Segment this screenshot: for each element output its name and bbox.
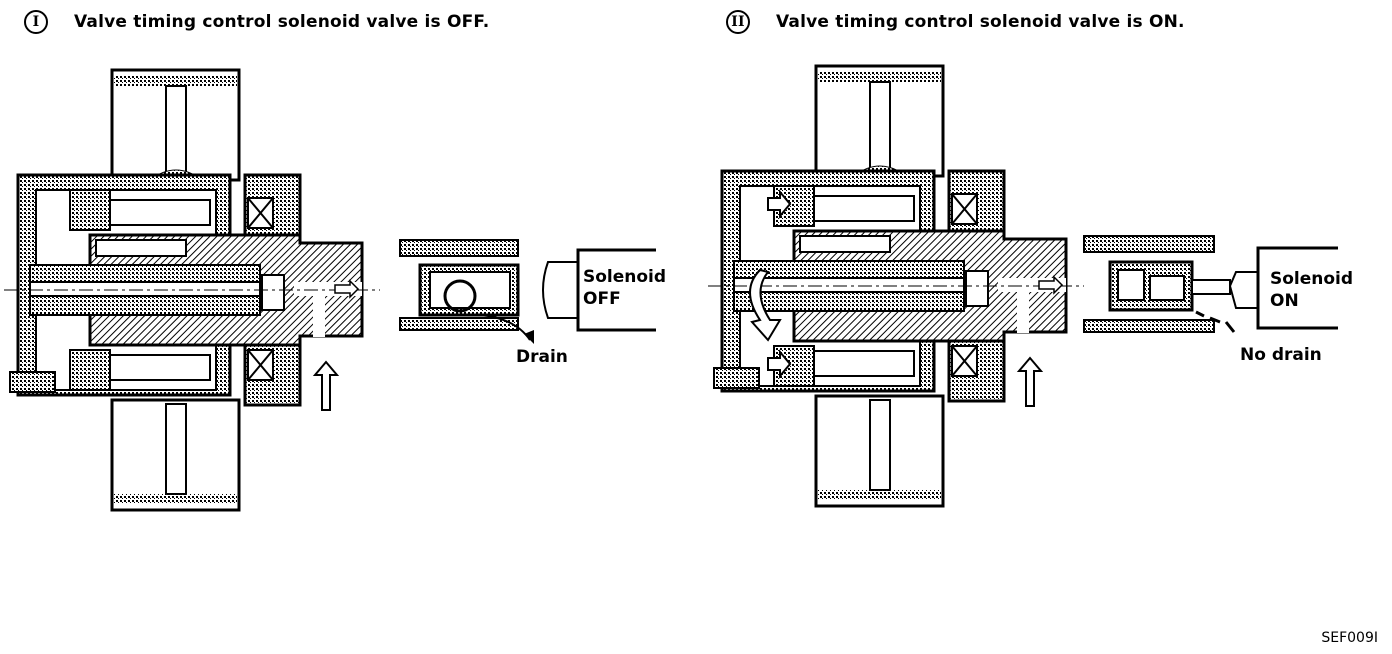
solenoid-valve-detail-off <box>399 239 656 344</box>
push-arrow-icon <box>767 189 792 219</box>
solenoid-valve-detail-on <box>1083 235 1338 333</box>
panel-on-heading: II Valve timing control solenoid valve i… <box>726 10 1185 34</box>
solenoid-on-label: Solenoid ON <box>1270 268 1353 312</box>
panel-title: Valve timing control solenoid valve is O… <box>74 12 490 32</box>
solenoid-label-line1: Solenoid <box>583 267 667 287</box>
solenoid-off-label: Solenoid OFF <box>583 266 666 310</box>
panel-off-heading: I Valve timing control solenoid valve is… <box>24 10 489 34</box>
panel-number-badge: I <box>24 10 48 34</box>
solenoid-label-line2: OFF <box>583 289 621 309</box>
valve-mechanism-on <box>706 64 1086 508</box>
solenoid-label-line2: ON <box>1270 291 1299 311</box>
no-drain-label: No drain <box>1240 345 1322 365</box>
figure-code: SEF009I <box>1321 630 1378 646</box>
push-arrow-icon <box>767 349 792 379</box>
oil-flow-arrow-icon <box>749 268 782 342</box>
panel-title: Valve timing control solenoid valve is O… <box>776 12 1185 32</box>
solenoid-label-line1: Solenoid <box>1270 269 1354 289</box>
panel-number-badge: II <box>726 10 750 34</box>
drain-label: Drain <box>516 347 568 367</box>
valve-mechanism-off <box>2 68 382 512</box>
